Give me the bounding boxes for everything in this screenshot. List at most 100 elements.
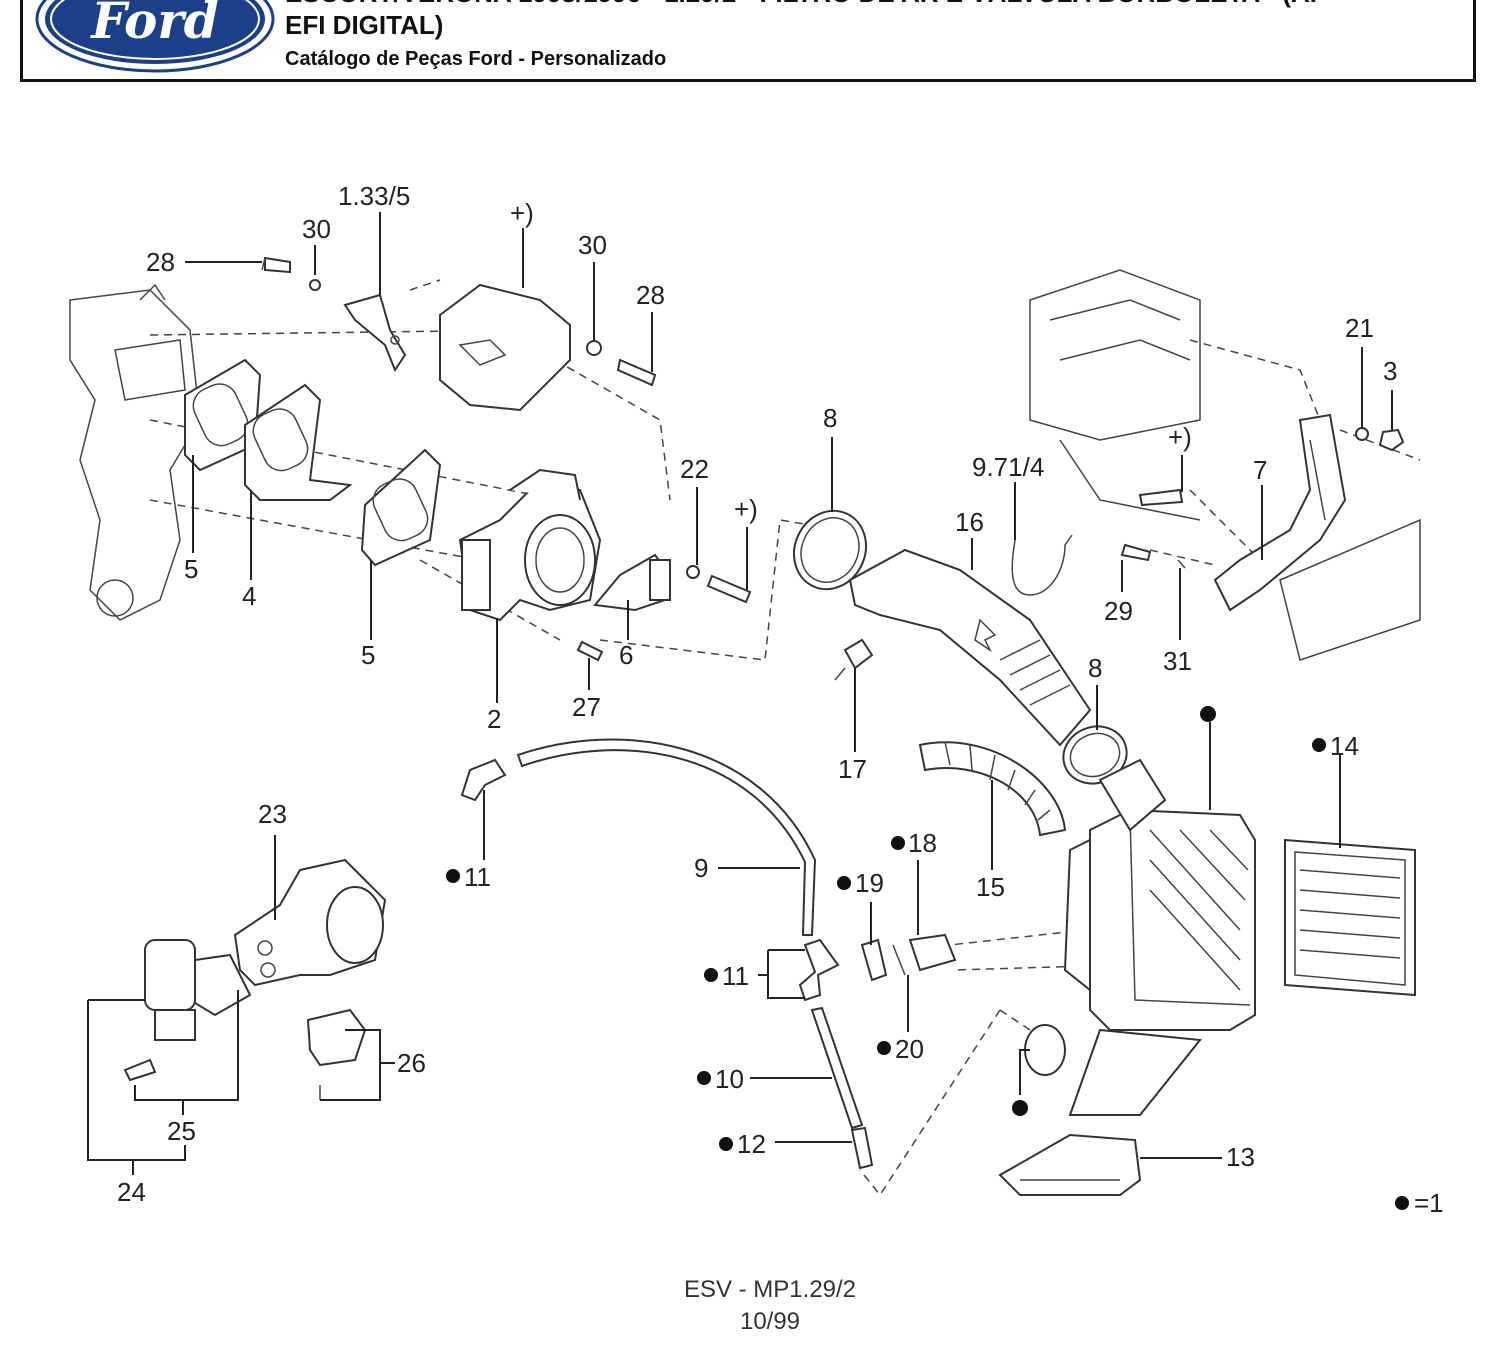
rubber-grommet [1024,1024,1066,1076]
callout-22: 22 [680,454,709,484]
washer-20 [892,944,906,976]
callout-28b: 28 [636,280,665,310]
callout-8a: 8 [823,403,837,433]
callout-29: 29 [1104,596,1133,626]
callout-21: 21 [1345,313,1374,343]
mounting-bracket-7 [1213,413,1347,612]
callout-4: 4 [242,581,256,611]
bolt-plus-middle [706,574,752,604]
page-title-line-2: EFI DIGITAL) [285,10,444,40]
callout-8b: 8 [1088,653,1102,683]
page-title-line-1: ESCORT/VERONA 1993/1996 - 1.29/2 - FILTR… [285,0,1327,9]
throttle-body-2 [458,468,602,622]
bullet-marker-14 [1312,738,1326,752]
bullet-marker-19 [837,876,851,890]
bolt-plus-right [1138,488,1184,507]
bullet-marker-11a [446,869,460,883]
bullet-marker-18 [891,836,905,850]
callout-5b: 5 [361,640,375,670]
bullet-marker-12 [719,1137,733,1151]
clip-19 [860,938,888,982]
callout-6: 6 [619,640,633,670]
callout-2: 2 [487,704,501,734]
callout-3: 3 [1383,356,1397,386]
bullet-markers [446,706,1409,1210]
vacuum-hose-9 [460,738,817,936]
washer-21 [1355,427,1369,441]
callout-31: 31 [1163,646,1192,676]
clip-31 [1177,559,1186,569]
callout-28a: 28 [146,247,175,277]
callout-5a: 5 [184,554,198,584]
sensor-17 [834,638,874,681]
corrugated-hose-15 [918,741,1067,837]
callout-19: 19 [855,868,884,898]
washer-22 [686,565,700,579]
bolt-28-top-right [616,358,657,387]
callout-12: 12 [737,1129,766,1159]
bullet-marker-housing [1200,706,1216,722]
washer-30-top-left [309,279,321,291]
catalog-subtitle: Catálogo de Peças Ford - Personalizado [285,48,667,70]
bullet-marker-10 [697,1071,711,1085]
callout-30a: 30 [302,214,331,244]
callout-10: 10 [715,1064,744,1094]
callout-14: 14 [1330,731,1359,761]
air-filter-element-14 [1284,838,1416,997]
hose-end-12 [850,1126,874,1170]
callout-18: 18 [908,828,937,858]
bracket-1-33-5 [343,293,407,373]
callout-25: 25 [167,1116,196,1146]
bullet-marker-grommet [1012,1100,1028,1116]
throttle-body-23 [233,858,387,987]
gasket-5-right [360,448,442,567]
spacer-4 [244,383,353,501]
ford-logo-text: Ford [89,0,218,50]
callout-16: 16 [955,507,984,537]
air-intake-hose-16 [848,548,1092,747]
bolt-28-top-left [261,256,291,274]
hose-10 [810,1006,864,1130]
bullet-marker-legend [1395,1196,1409,1210]
screw-27 [576,640,604,662]
bolt-29 [1120,543,1152,562]
idle-air-valve [123,939,196,1082]
engine-compartment-sketch [1029,269,1421,661]
callout-1-33-5: 1.33/5 [338,181,410,211]
air-filter-housing [1063,758,1256,1116]
diagram-code: ESV - MP1.29/2 [683,1276,857,1303]
legend-equals-1: =1 [1414,1188,1444,1218]
diagram-date: 10/99 [739,1308,801,1335]
callout-23: 23 [258,799,287,829]
wire-9-71-4 [1011,534,1073,596]
bullet-marker-20 [877,1041,891,1055]
callout-11a: 11 [464,862,491,892]
callout-9-71-4: 9.71/4 [972,452,1044,482]
callout-labels: 1.33/5 30 28 +) 30 28 5 4 5 2 22 +) 6 27… [117,181,1444,1218]
callout-15: 15 [976,872,1005,902]
callout-30b: 30 [578,230,607,260]
support-bracket-13 [998,1133,1142,1196]
callout-27: 27 [572,692,601,722]
ford-logo: Ford [35,0,275,73]
callout-plus-c: +) [1168,422,1192,452]
callout-20: 20 [895,1034,924,1064]
throttle-cover [439,283,571,412]
callout-7: 7 [1253,455,1267,485]
hose-clamp-8-upper [793,509,867,591]
bullet-marker-11b [704,968,718,982]
callout-plus-a: +) [510,198,534,228]
leader-lines [87,212,1393,1175]
callout-9: 9 [694,853,708,883]
callout-17: 17 [838,754,867,784]
sensor-bracket-6 [593,553,672,612]
callout-13: 13 [1226,1142,1255,1172]
callout-11b: 11 [722,961,749,991]
engine-block-sketch [69,283,201,621]
hose-connector-11 [798,938,840,1002]
callout-26: 26 [397,1048,426,1078]
washer-30-top-right [586,340,602,356]
throttle-position-sensor-26 [306,1008,367,1100]
nut-3 [1378,428,1405,452]
